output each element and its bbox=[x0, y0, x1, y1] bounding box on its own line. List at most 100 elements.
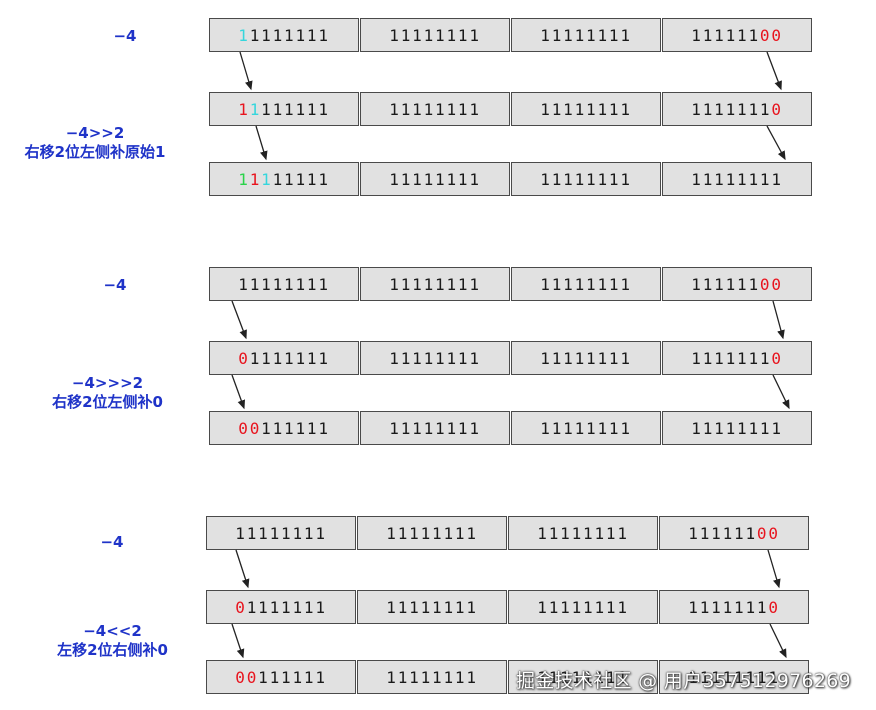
bit: 1 bbox=[303, 597, 316, 617]
bit: 1 bbox=[409, 597, 421, 617]
bit: 1 bbox=[725, 274, 737, 294]
bit: 1 bbox=[688, 523, 700, 543]
bit: 1 bbox=[702, 348, 715, 368]
bit: 1 bbox=[540, 348, 552, 368]
bit: 1 bbox=[272, 418, 284, 438]
bit: 1 bbox=[608, 169, 621, 189]
bit: 1 bbox=[249, 274, 262, 294]
bit: 1 bbox=[423, 274, 435, 294]
bit: 1 bbox=[714, 348, 726, 368]
bit: 1 bbox=[737, 274, 749, 294]
bit: 1 bbox=[734, 597, 746, 617]
bit: 1 bbox=[551, 99, 564, 119]
bit: 1 bbox=[457, 274, 470, 294]
bit: 1 bbox=[571, 597, 583, 617]
bit: 1 bbox=[281, 597, 293, 617]
bit: 1 bbox=[560, 597, 572, 617]
bit: 1 bbox=[269, 667, 281, 687]
bit: 1 bbox=[574, 418, 586, 438]
bit: 1 bbox=[423, 25, 435, 45]
bit: 0 bbox=[768, 523, 780, 543]
bit: 1 bbox=[306, 348, 319, 368]
bit: 1 bbox=[722, 597, 734, 617]
bit: 1 bbox=[432, 597, 444, 617]
bit: 0 bbox=[235, 597, 247, 617]
bit: 0 bbox=[249, 418, 262, 438]
bit: 1 bbox=[620, 99, 632, 119]
bit: 1 bbox=[295, 169, 307, 189]
bit: 1 bbox=[454, 523, 467, 543]
bit: 1 bbox=[454, 667, 467, 687]
bit: 1 bbox=[748, 274, 760, 294]
bit: 0 bbox=[771, 99, 783, 119]
bit: 1 bbox=[306, 274, 319, 294]
bit: 1 bbox=[759, 169, 772, 189]
bit: 1 bbox=[548, 667, 561, 687]
bit: 1 bbox=[620, 25, 632, 45]
group1-operation-desc: 右移2位左侧补原始1 bbox=[24, 143, 166, 161]
bit: 1 bbox=[469, 348, 481, 368]
bit: 1 bbox=[281, 523, 293, 543]
bit: 1 bbox=[306, 99, 319, 119]
bit: 1 bbox=[318, 169, 330, 189]
bit: 1 bbox=[400, 169, 413, 189]
bit: 1 bbox=[284, 169, 296, 189]
bit: 1 bbox=[737, 169, 749, 189]
bit: 0 bbox=[771, 25, 783, 45]
bit: 1 bbox=[435, 418, 447, 438]
bit: 1 bbox=[586, 99, 598, 119]
bit: 1 bbox=[688, 597, 700, 617]
bit: 0 bbox=[238, 348, 250, 368]
bit: 1 bbox=[691, 25, 703, 45]
bit: 1 bbox=[420, 597, 432, 617]
bit: 1 bbox=[466, 597, 478, 617]
bit: 1 bbox=[548, 523, 561, 543]
bit: 1 bbox=[608, 99, 621, 119]
bit: 1 bbox=[292, 597, 304, 617]
group2-operation-desc: 右移2位左侧补0 bbox=[52, 393, 163, 411]
bit: 1 bbox=[734, 523, 746, 543]
bit: 1 bbox=[574, 169, 586, 189]
bit: 1 bbox=[412, 418, 424, 438]
bit: 1 bbox=[412, 169, 424, 189]
bit: 1 bbox=[594, 667, 606, 687]
bit: 1 bbox=[691, 418, 703, 438]
bit: 1 bbox=[303, 523, 316, 543]
bit: 1 bbox=[246, 597, 259, 617]
bit: 1 bbox=[560, 667, 572, 687]
bit: 1 bbox=[423, 348, 435, 368]
bit: 1 bbox=[563, 418, 575, 438]
bit: 1 bbox=[725, 99, 737, 119]
bit: 1 bbox=[469, 99, 481, 119]
arrow-g2-left-1 bbox=[231, 300, 247, 340]
bit: 1 bbox=[691, 169, 703, 189]
bit: 1 bbox=[734, 667, 746, 687]
bit: 1 bbox=[711, 523, 723, 543]
bit: 1 bbox=[551, 274, 564, 294]
bit: 1 bbox=[423, 418, 435, 438]
bit: 1 bbox=[594, 597, 606, 617]
bit: 1 bbox=[272, 348, 284, 368]
bit: 1 bbox=[725, 25, 737, 45]
bit: 1 bbox=[281, 667, 293, 687]
bit: 1 bbox=[249, 348, 262, 368]
bit: 1 bbox=[457, 25, 470, 45]
bit: 1 bbox=[446, 25, 458, 45]
bit: 1 bbox=[551, 418, 564, 438]
